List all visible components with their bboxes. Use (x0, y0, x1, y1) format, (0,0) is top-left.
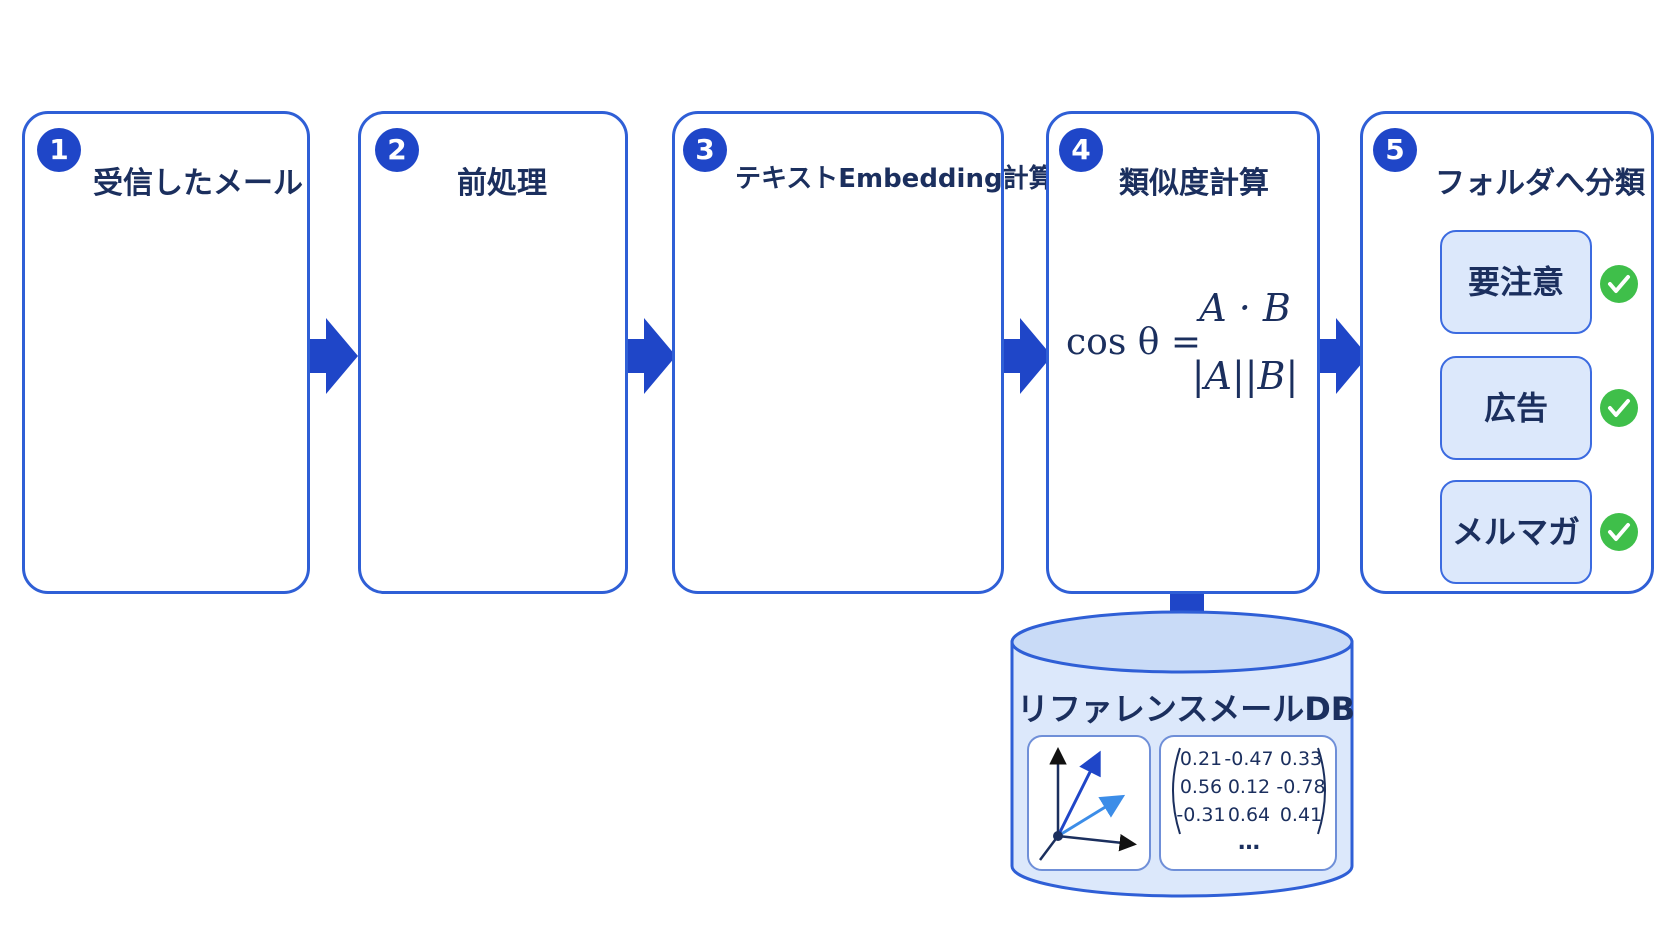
category-caution: 要注意 (1440, 230, 1592, 334)
category-ad: 広告 (1440, 356, 1592, 460)
db-title: リファレンスメールDB (1016, 690, 1356, 728)
matrix-cell: -0.31 (1176, 804, 1226, 826)
step-number-badge: 3 (683, 128, 727, 172)
matrix-cell: 0.56 (1179, 776, 1223, 798)
matrix-cell: 0.21 (1179, 748, 1223, 770)
reference-db-cylinder (1010, 610, 1354, 898)
step-panel-1: 1 受信したメール (22, 111, 310, 594)
step-number-badge: 2 (375, 128, 419, 172)
matrix-cell: 0.41 (1279, 804, 1323, 826)
flow-arrow-2-3 (628, 318, 676, 394)
matrix-cell: 0.33 (1279, 748, 1323, 770)
matrix-cell: 0.64 (1227, 804, 1271, 826)
step-panel-3: 3 テキストEmbedding計算 (672, 111, 1055, 594)
step-number-badge: 1 (37, 128, 81, 172)
step-panel-4: 4 類似度計算 (1046, 111, 1320, 594)
check-icon (1600, 389, 1638, 427)
category-newsletter: メルマガ (1440, 480, 1592, 584)
check-icon (1600, 265, 1638, 303)
step-number-badge: 4 (1059, 128, 1103, 172)
formula-denominator: |A||B| (1191, 354, 1299, 398)
step-title: 類似度計算 (1119, 166, 1269, 201)
matrix-cell: -0.78 (1276, 776, 1326, 798)
step-title: 前処理 (457, 166, 547, 201)
step-title: テキストEmbedding計算 (735, 164, 1055, 194)
step-title: フォルダへ分類 (1435, 166, 1645, 201)
step-panel-2: 2 前処理 (358, 111, 628, 594)
matrix-ellipsis: … (1238, 830, 1260, 855)
check-icon (1600, 513, 1638, 551)
flow-arrow-4-5 (1320, 318, 1368, 394)
step-number-badge: 5 (1373, 128, 1417, 172)
matrix-cell: 0.12 (1227, 776, 1271, 798)
step-title: 受信したメール (93, 166, 303, 201)
formula-numerator: A · B (1199, 286, 1291, 330)
flow-arrow-1-2 (310, 318, 358, 394)
matrix-cell: -0.47 (1224, 748, 1274, 770)
flow-arrow-3-4 (1004, 318, 1052, 394)
formula-lhs: cos θ = (1066, 322, 1202, 363)
